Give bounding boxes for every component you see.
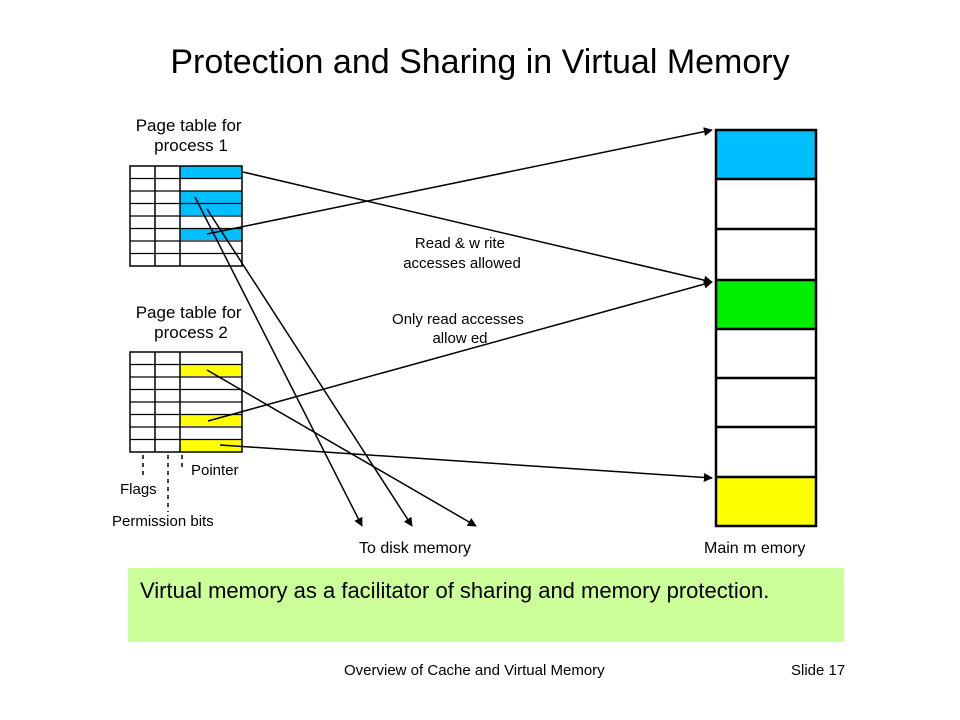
page-table-2-label: Page table for process 2 — [136, 303, 247, 342]
caption-box: Virtual memory as a facilitator of shari… — [128, 568, 844, 642]
page-mapping-arrows — [194, 127, 713, 527]
pointer-label: Pointer — [191, 462, 239, 479]
permission-bits-label: Permission bits — [112, 513, 214, 530]
page-table-1-label: Page table for process 1 — [136, 116, 247, 155]
slide-title: Protection and Sharing in Virtual Memory — [170, 43, 790, 81]
read-write-note: Read & w rite accesses allowed — [403, 235, 521, 272]
read-only-note: Only read accesses allow ed — [392, 311, 528, 347]
footer-title: Overview of Cache and Virtual Memory — [344, 662, 605, 679]
disk-memory-label: To disk memory — [359, 540, 471, 557]
page-table-process-2 — [129, 351, 243, 453]
main-memory — [714, 128, 818, 528]
main-memory-label: Main m emory — [704, 540, 805, 557]
field-markers — [142, 455, 183, 512]
slide-number: Slide 17 — [791, 662, 846, 679]
flags-label: Flags — [120, 481, 157, 498]
page-table-process-1 — [129, 165, 243, 267]
